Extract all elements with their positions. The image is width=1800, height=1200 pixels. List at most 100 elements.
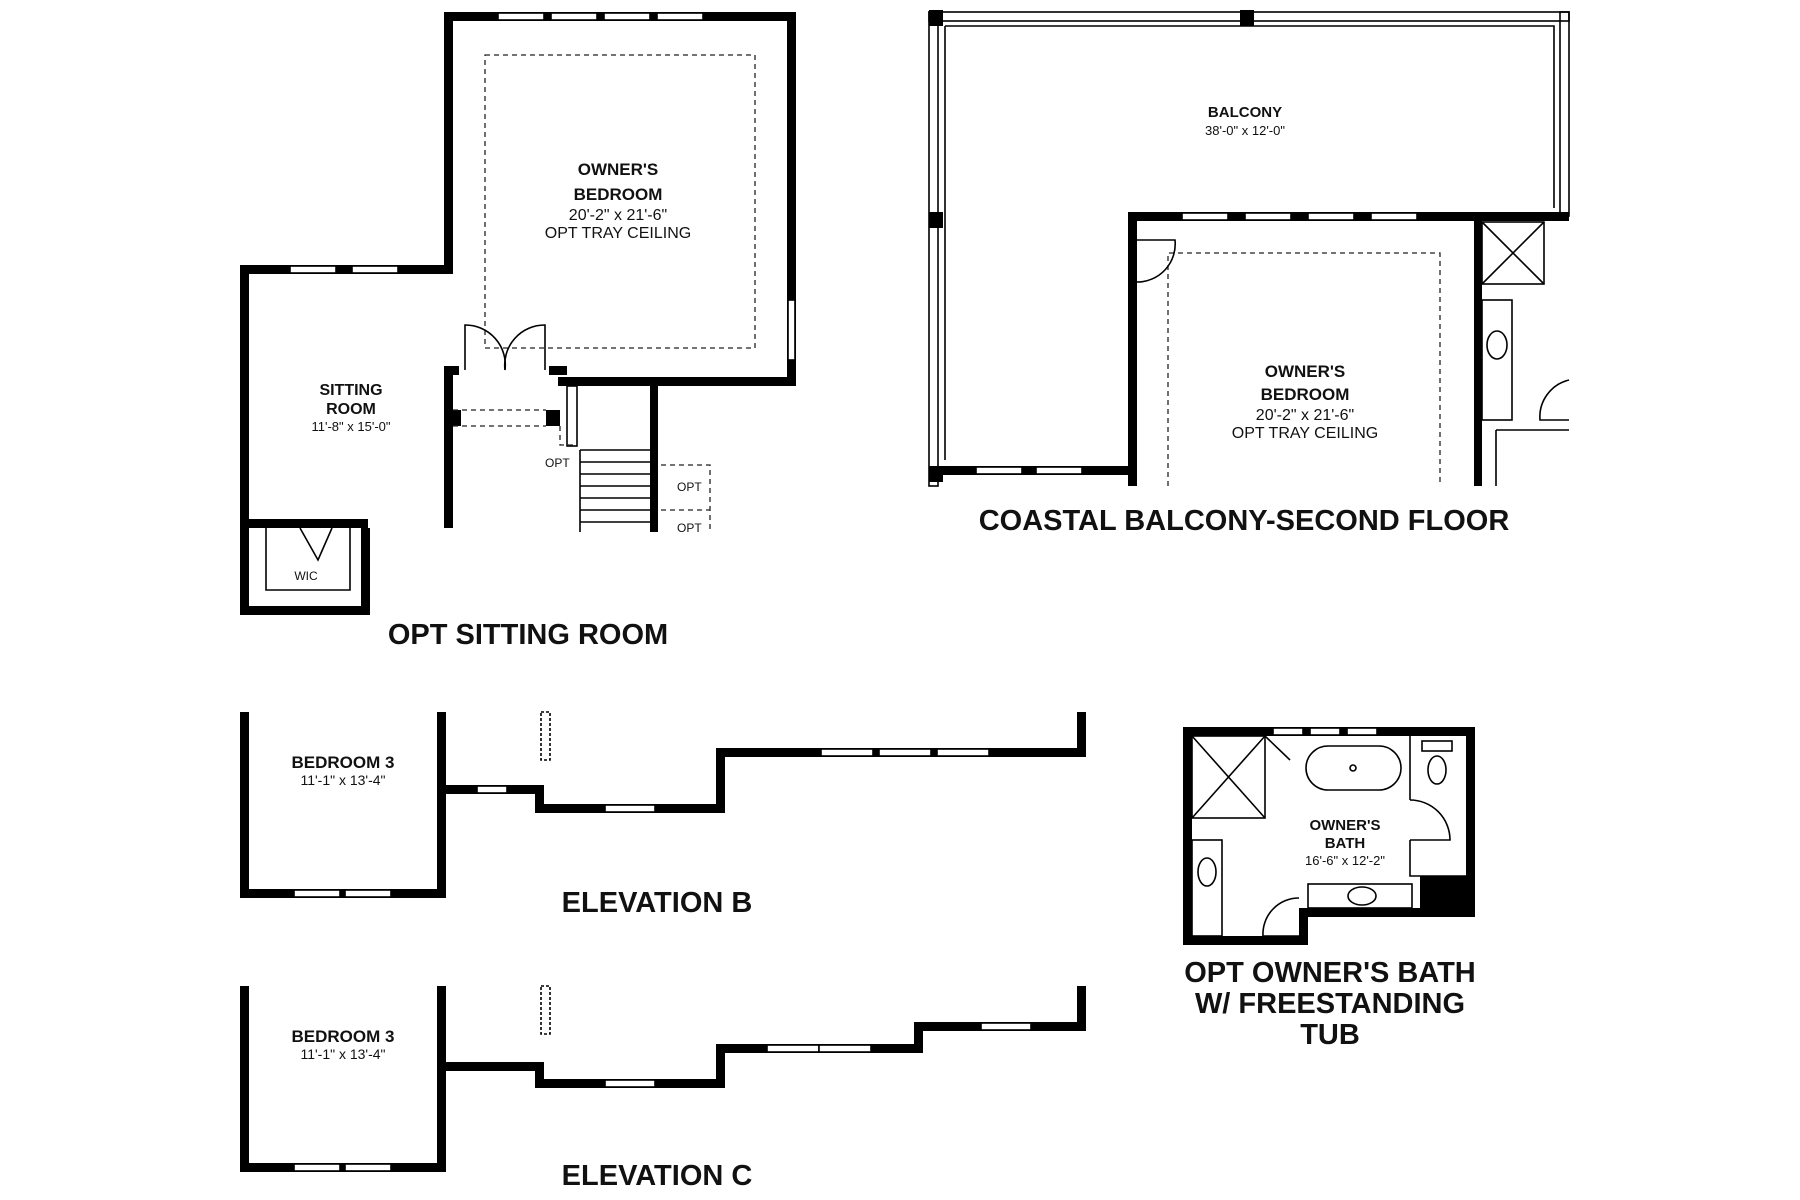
- owners-bedroom-dim: 20'-2" x 21'-6": [569, 207, 667, 224]
- elevation-b-plan: BEDROOM 3 11'-1" x 13'-4" ELEVATION B: [240, 711, 1086, 919]
- tray-ceiling-outline: [484, 54, 756, 349]
- balcony-dim: 38'-0" x 12'-0": [1205, 123, 1285, 138]
- bump-window: [936, 748, 990, 757]
- opt-sitting-room-plan: OWNER'S BEDROOM 20'-2" x 21'-6" OPT TRAY…: [240, 12, 796, 651]
- hall-post: [444, 410, 461, 426]
- sitting-room-name: SITTING: [319, 382, 382, 399]
- bedroom-window: [1181, 212, 1229, 221]
- south-window: [604, 804, 656, 813]
- bath-south-wall: [1183, 936, 1308, 945]
- sitting-window: [289, 265, 337, 274]
- opening-jamb: [540, 985, 551, 1035]
- bedroom3-window: [293, 1163, 341, 1172]
- bath-entry-door: [1262, 897, 1300, 937]
- owners-bedroom-note: OPT TRAY CEILING: [545, 225, 691, 242]
- opt-tag: OPT: [677, 521, 702, 535]
- closet-block: [1420, 876, 1475, 917]
- wic-south-wall: [240, 606, 370, 615]
- sitting-west-wall: [240, 265, 249, 615]
- bath-west-wall: [1183, 727, 1192, 945]
- elevation-c-caption: ELEVATION C: [562, 1160, 753, 1192]
- balcony-east-rail: [1559, 11, 1570, 217]
- bedroom3-dim: 11'-1" x 13'-4": [300, 1046, 385, 1062]
- opt-tag: OPT: [545, 456, 570, 470]
- bedroom3-west-wall: [240, 712, 249, 898]
- step2-west: [914, 1022, 923, 1053]
- opt-sitting-room-caption: OPT SITTING ROOM: [388, 619, 668, 651]
- bedroom-south-wall: [558, 377, 796, 386]
- south-window: [604, 1079, 656, 1088]
- sitting-opening: [453, 409, 546, 427]
- bath-step-wall: [1299, 908, 1308, 945]
- step1-west: [716, 1044, 725, 1088]
- sitting-south-wall: [240, 519, 368, 528]
- balcony-south-wall: [929, 466, 1137, 475]
- tray-ceiling-outline: [1167, 252, 1441, 486]
- shower-door: [1264, 735, 1291, 761]
- bath-window: [1346, 727, 1378, 736]
- east-stub: [1077, 712, 1086, 757]
- step-window: [766, 1044, 820, 1053]
- stair-treads: [559, 426, 650, 532]
- owners-bedroom-name-2: BEDROOM: [574, 185, 663, 204]
- bedroom-east-wall: [787, 12, 796, 386]
- shower: [1481, 221, 1545, 285]
- bedroom3-east-wall: [437, 986, 446, 1172]
- balcony-window: [1035, 466, 1083, 475]
- hall-window: [476, 785, 508, 794]
- toilet-room-wall: [1409, 736, 1466, 877]
- bedroom-west-wall: [444, 12, 453, 274]
- hall-wall: [446, 1062, 544, 1071]
- opt-stair-box: [661, 464, 711, 532]
- double-door-right: [503, 324, 546, 371]
- coastal-balcony-plan: BALCONY 38'-0" x 12'-0" OWNER'S BEDROOM …: [928, 10, 1570, 537]
- sitting-east-wall-upper: [444, 366, 453, 528]
- bedroom-window: [1244, 212, 1292, 221]
- bedroom-window: [550, 12, 598, 21]
- sitting-north-wall: [240, 265, 453, 274]
- owners-bath-name: OWNER'S: [1309, 817, 1380, 834]
- balcony-west-rail: [928, 11, 939, 487]
- coastal-balcony-caption: COASTAL BALCONY-SECOND FLOOR: [979, 505, 1510, 537]
- sitting-room-dim: 11'-8" x 15'-0": [312, 419, 391, 434]
- bedroom-door: [1136, 239, 1176, 283]
- hall-post-right: [546, 410, 560, 426]
- bedroom-window: [497, 12, 545, 21]
- owners-bath-name-2: BATH: [1325, 835, 1366, 852]
- toilet-tank: [1421, 740, 1453, 752]
- shower: [1191, 735, 1266, 819]
- bath-door: [1539, 379, 1570, 421]
- bedroom3-south-wall: [240, 889, 446, 898]
- south-vanity: [1307, 883, 1413, 909]
- sitting-to-hall-wall: [444, 366, 459, 375]
- elevation-b-caption: ELEVATION B: [562, 887, 753, 919]
- bump-west: [716, 748, 725, 813]
- bedroom3-west-wall: [240, 986, 249, 1172]
- bath-window: [1309, 727, 1341, 736]
- west-sink: [1197, 857, 1217, 887]
- elevation-c-plan: BEDROOM 3 11'-1" x 13'-4" ELEVATION C: [240, 985, 1086, 1192]
- owners-bedroom-dim: 20'-2" x 21'-6": [1256, 407, 1354, 424]
- opt-owners-bath-plan: OWNER'S BATH 16'-6" x 12'-2" OPT OWNER'S…: [1183, 727, 1476, 1051]
- bedroom-window: [1307, 212, 1355, 221]
- balcony-inner-line: [944, 25, 1555, 460]
- bedroom3-window: [344, 1163, 392, 1172]
- balcony-post: [929, 10, 943, 26]
- east-stub: [1077, 986, 1086, 1031]
- bath-divider-wall: [1474, 216, 1482, 486]
- bedroom3-window: [293, 889, 341, 898]
- step-window: [818, 1044, 872, 1053]
- owners-bath-dim: 16'-6" x 12'-2": [1305, 853, 1385, 868]
- wic-west-wall: [240, 519, 249, 615]
- owners-bedroom-name: OWNER'S: [1265, 362, 1346, 381]
- balcony-name: BALCONY: [1208, 104, 1282, 121]
- bedroom3-name: BEDROOM 3: [292, 753, 395, 772]
- bedroom3-window: [344, 889, 392, 898]
- vanity: [1481, 299, 1513, 421]
- door-frame-wall: [549, 366, 567, 375]
- bedroom-window: [656, 12, 704, 21]
- bath-window: [1272, 727, 1304, 736]
- bedroom3-name: BEDROOM 3: [292, 1027, 395, 1046]
- step2-window: [980, 1022, 1032, 1031]
- bedroom-west-wall: [1128, 212, 1137, 486]
